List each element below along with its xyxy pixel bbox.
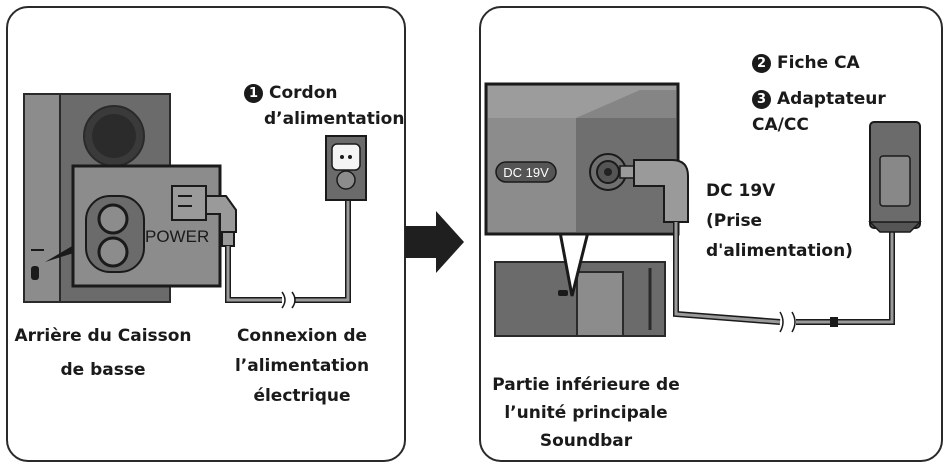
- step3-badge: 3: [752, 90, 771, 109]
- dc-tag: DC 19V: [503, 165, 549, 180]
- soundbar-illustration: [494, 261, 666, 337]
- caption-connection: Connexion de l’alimentation électrique: [234, 326, 370, 406]
- caption-soundbar: Partie inférieure de l’unité principale …: [492, 375, 680, 451]
- ac-dc-adapter: [868, 121, 922, 233]
- caption-subwoofer: Arrière du Caisson de basse: [14, 326, 192, 380]
- step1-badge: 1: [244, 84, 263, 103]
- step1-label-line2: d’alimentation: [264, 109, 405, 129]
- power-text: POWER: [145, 227, 209, 246]
- power-socket-zoom: POWER: [71, 164, 237, 288]
- dc-label: DC 19V (Prise d'alimentation): [706, 181, 853, 261]
- wall-outlet: [325, 135, 367, 201]
- next-step-arrow: [405, 211, 464, 273]
- dc-jack-zoom: DC 19V: [484, 82, 689, 236]
- step2-badge: 2: [752, 54, 771, 73]
